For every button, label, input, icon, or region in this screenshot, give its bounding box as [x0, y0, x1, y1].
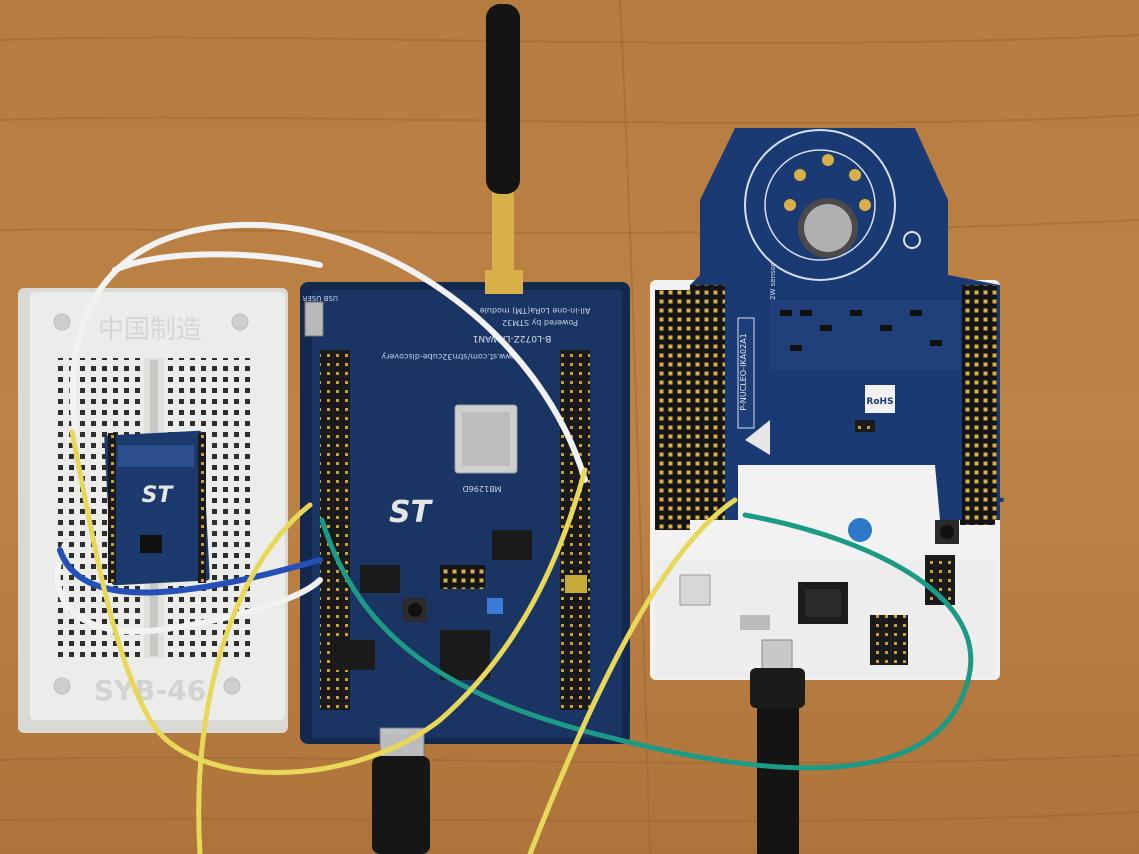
- sensor-rohs: RoHS: [866, 397, 893, 407]
- nucleo-base-board: ST: [650, 280, 1005, 854]
- small-sensor-module: ST: [104, 430, 210, 586]
- lora-tagline: All-in-one LoRa(TM) module: [480, 306, 591, 315]
- sensor-board-title: P-NUCLEO-IKA02A1: [739, 333, 748, 411]
- lora-stlink-label: ST-LINK: [381, 727, 408, 735]
- lora-title: B-L072Z-LRWAN1: [473, 333, 552, 343]
- lora-powered-by: Powered by STM32: [502, 318, 578, 327]
- small-module-logo: ST: [142, 483, 175, 508]
- jumper-wires: [54, 221, 974, 854]
- lora-logo: ST: [389, 495, 434, 530]
- sensor-gas-label: 2W sensor: [769, 263, 777, 300]
- breadboard-bottom-label: SYB-46: [94, 674, 206, 707]
- gas-sensor-expansion-board: P-NUCLEO-IKA02A1 2W sensor RoHS: [690, 128, 1000, 520]
- breadboard-top-label: 中国制造: [98, 315, 202, 345]
- lora-mb-label: MB1296D: [463, 484, 502, 493]
- lora-subtitle: www.st.com/stm32cube-discovery: [381, 352, 518, 361]
- lora-usb-label: USB USER: [302, 294, 338, 302]
